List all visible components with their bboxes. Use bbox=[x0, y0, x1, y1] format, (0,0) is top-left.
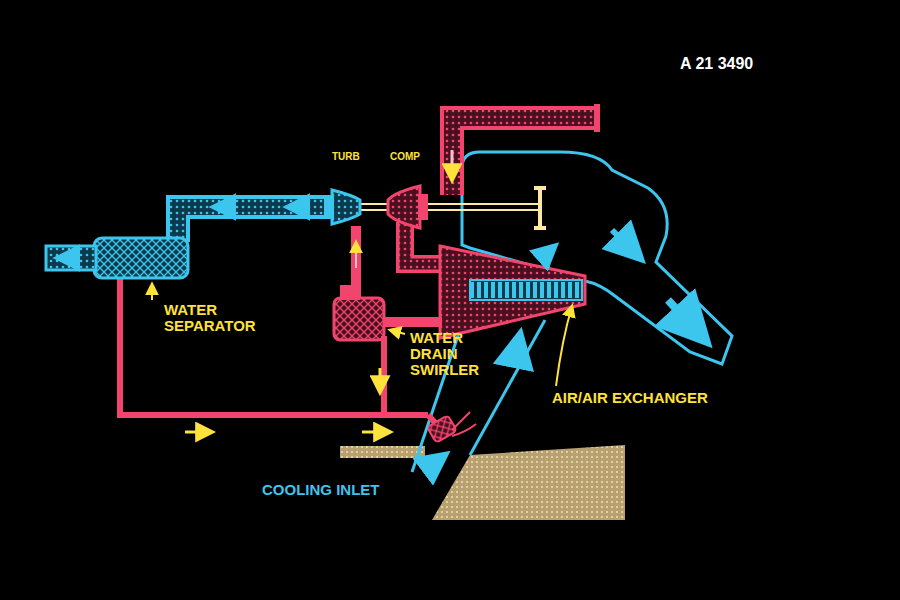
hot-air-pipe bbox=[452, 118, 596, 195]
flow-arrow bbox=[355, 242, 357, 268]
hot-air-pipe bbox=[452, 118, 596, 195]
drain-line bbox=[381, 336, 387, 415]
part-label: WATER DRAIN SWIRLER bbox=[410, 330, 490, 377]
part-label: AIR/AIR EXCHANGER bbox=[552, 390, 708, 406]
spray-nozzle bbox=[427, 412, 476, 443]
flow-arrow bbox=[362, 431, 390, 434]
water-drain-swirler bbox=[334, 298, 384, 340]
air-air-exchanger-core bbox=[470, 280, 582, 300]
fan bbox=[534, 188, 546, 228]
return-duct bbox=[385, 317, 442, 327]
leader-line bbox=[390, 330, 405, 334]
flow-arrow bbox=[515, 335, 520, 360]
turbine-outlet-pipe bbox=[178, 207, 340, 242]
figure-number: A 21 3490 bbox=[680, 56, 753, 73]
turbine-outlet-pipe bbox=[178, 207, 340, 242]
flow-arrow bbox=[547, 246, 555, 268]
compressor-housing bbox=[418, 194, 428, 220]
flow-arrow bbox=[58, 256, 80, 260]
part-label: TURB bbox=[332, 152, 360, 163]
swirler-neck bbox=[340, 285, 360, 300]
turbine bbox=[332, 190, 360, 224]
part-label: COOLING INLET bbox=[262, 482, 380, 498]
flow-arrow bbox=[612, 230, 640, 258]
compressor bbox=[388, 186, 420, 228]
leader-line bbox=[151, 284, 153, 300]
separator-outlet bbox=[46, 246, 96, 270]
flow-arrow bbox=[185, 431, 212, 434]
flow-arrow bbox=[668, 300, 705, 340]
exchanger-header bbox=[440, 246, 585, 338]
flow-arrow bbox=[379, 368, 382, 392]
cooling-duct-wall bbox=[470, 320, 545, 455]
part-label: WATER SEPARATOR bbox=[164, 302, 274, 334]
part-label: COMP bbox=[390, 152, 420, 163]
skin-panel bbox=[432, 445, 625, 520]
flow-arrow bbox=[214, 205, 236, 209]
drain-line bbox=[120, 278, 428, 415]
pipe-flange bbox=[594, 104, 600, 132]
turbine-housing bbox=[324, 196, 334, 218]
water-separator bbox=[94, 238, 188, 278]
skin-strip bbox=[340, 446, 425, 458]
flow-arrow bbox=[425, 455, 445, 470]
flow-arrow bbox=[288, 205, 310, 209]
flow-arrow bbox=[451, 150, 454, 180]
leader-line bbox=[556, 306, 572, 386]
